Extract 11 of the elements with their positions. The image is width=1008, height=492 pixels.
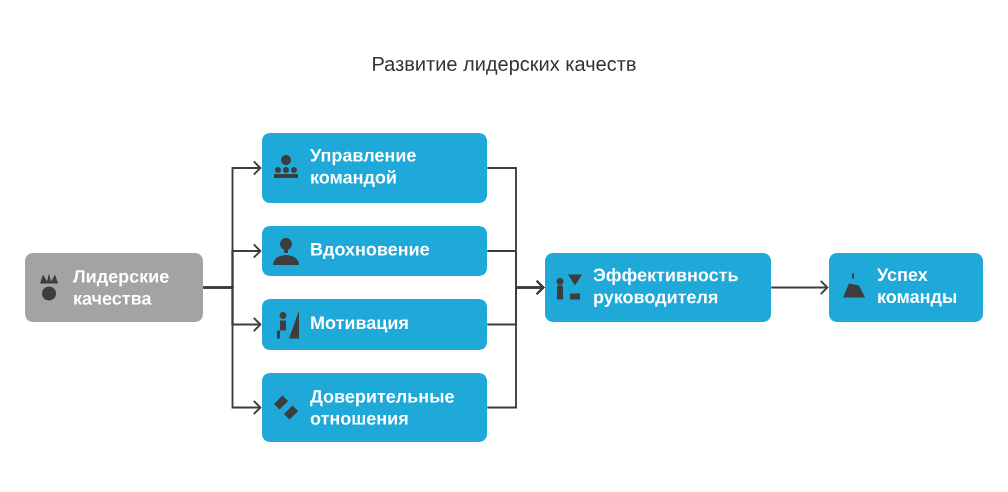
process-box: Эффективность руководителя (545, 253, 771, 322)
title: Развитие лидерских качеств (373, 57, 636, 75)
arrow (486, 279, 545, 409)
process-box: Доверительные отношения (262, 373, 487, 442)
process-box: Лидерские качества (25, 253, 203, 322)
process-box: Вдохновение (262, 226, 487, 276)
arrow (770, 279, 829, 296)
process-box: Мотивация (262, 299, 487, 350)
process-box: Управление командой (262, 133, 487, 203)
arrow (202, 286, 262, 416)
process-box: Успех команды (829, 253, 983, 322)
